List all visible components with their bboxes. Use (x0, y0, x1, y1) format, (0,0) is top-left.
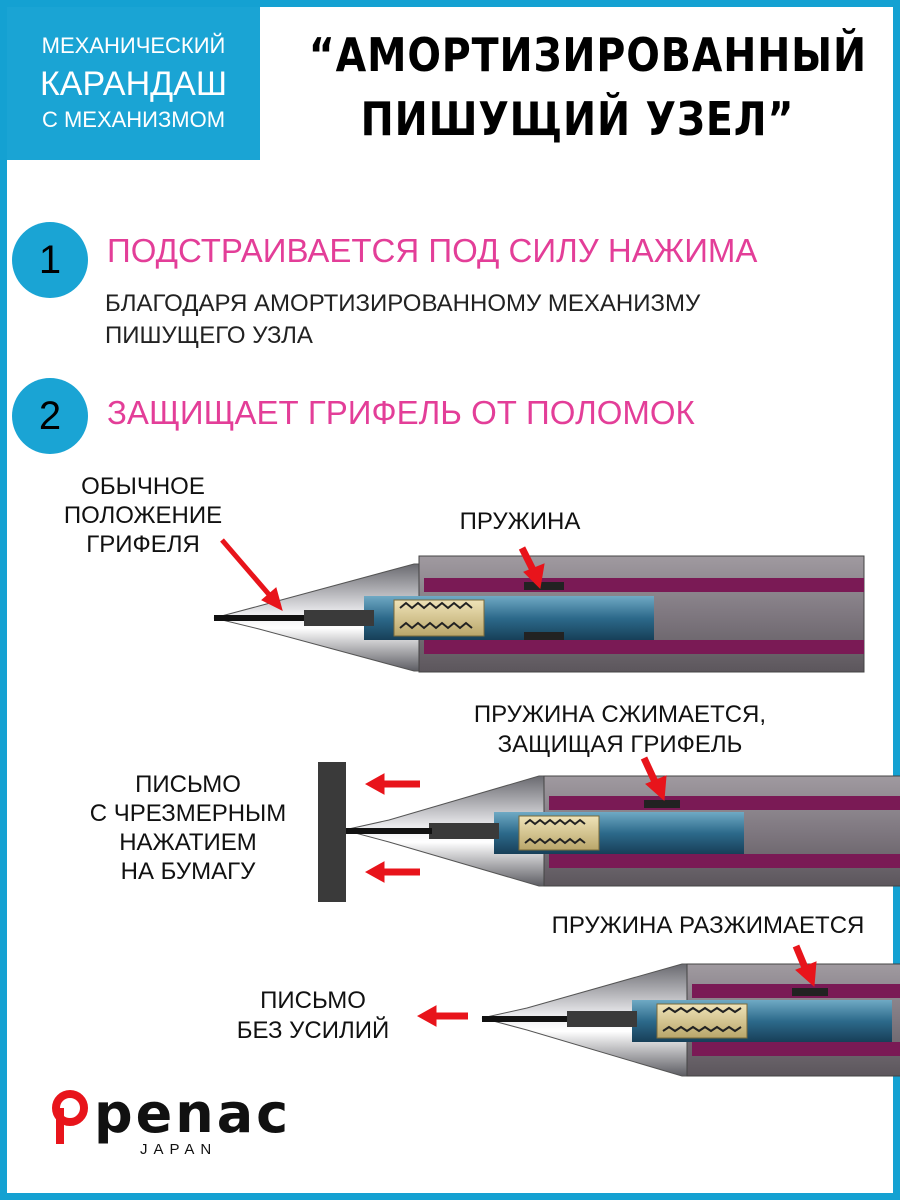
label-line: ПРУЖИНА РАЗЖИМАЕТСЯ (551, 912, 865, 939)
point-1-number: 1 (12, 222, 88, 298)
label-line: ГРИФЕЛЯ (86, 531, 200, 558)
badge-line-3: С МЕХАНИЗМОМ (41, 107, 226, 132)
diagram-2-callout: ПРУЖИНА СЖИМАЕТСЯ, ЗАЩИЩАЯ ГРИФЕЛЬ (440, 700, 800, 760)
pencil-normal (213, 555, 865, 673)
label-line: НА БУМАГУ (120, 858, 256, 885)
label-line: ЗАЩИЩАЯ ГРИФЕЛЬ (497, 731, 743, 758)
diagram-3-left-label: ПИСЬМО БЕЗ УСИЛИЙ (222, 986, 404, 1046)
label-line: ПРУЖИНА (459, 508, 581, 535)
diagram-3-callout: ПРУЖИНА РАЗЖИМАЕТСЯ (530, 912, 886, 940)
brand-country: JAPAN (140, 1141, 218, 1158)
label-line: БЕЗ УСИЛИЙ (236, 1017, 390, 1044)
arrow-spring-2 (640, 756, 667, 802)
arrow-spring-3 (792, 944, 817, 988)
badge-line-1: МЕХАНИЧЕСКИЙ (41, 33, 226, 58)
arrow-effortless (416, 1005, 468, 1027)
label-line: ПРУЖИНА СЖИМАЕТСЯ, (473, 701, 767, 728)
point-2-number: 2 (12, 378, 88, 454)
diagram-1-left-label: ОБЫЧНОЕ ПОЛОЖЕНИЕ ГРИФЕЛЯ (52, 472, 234, 559)
arrow-normal-lead (220, 538, 283, 611)
label-line: ПОЛОЖЕНИЕ (63, 502, 223, 529)
badge-line-2: КАРАНДАШ (40, 65, 227, 103)
label-line: С ЧРЕЗМЕРНЫМ (89, 800, 287, 827)
label-line: НАЖАТИЕМ (119, 829, 257, 856)
label-line: ОБЫЧНОЕ (81, 473, 205, 500)
pencil-released (481, 963, 900, 1077)
paper-surface (318, 762, 346, 902)
point-1-desc-line-2: ПИШУЩЕГО УЗЛА (105, 322, 313, 349)
brand-logo-mark (52, 1090, 88, 1144)
point-1-title: ПОДСТРАИВАЕТСЯ ПОД СИЛУ НАЖИМА (107, 232, 758, 269)
label-line: ПИСЬМО (260, 987, 366, 1014)
point-1-desc-line-1: БЛАГОДАРЯ АМОРТИЗИРОВАННОМУ МЕХАНИЗМУ (105, 290, 701, 317)
pencil-pressed (332, 775, 900, 887)
category-badge: МЕХАНИЧЕСКИЙ КАРАНДАШ С МЕХАНИЗМОМ (7, 7, 260, 160)
diagram-2-left-label: ПИСЬМО С ЧРЕЗМЕРНЫМ НАЖАТИЕМ НА БУМАГУ (72, 770, 304, 886)
headline-line-1: “АМОРТИЗИРОВАННЫЙ (308, 28, 867, 82)
arrow-pressure-top (364, 773, 420, 795)
arrow-pressure-bottom (364, 861, 420, 883)
headline-line-2: ПИШУЩИЙ УЗЕЛ” (360, 92, 795, 146)
label-line: ПИСЬМО (135, 771, 241, 798)
arrow-spring-1 (518, 546, 545, 590)
point-2-title: ЗАЩИЩАЕТ ГРИФЕЛЬ ОТ ПОЛОМОК (107, 394, 695, 431)
diagram-1-callout: ПРУЖИНА (440, 508, 600, 536)
brand-name: penac (94, 1082, 292, 1145)
